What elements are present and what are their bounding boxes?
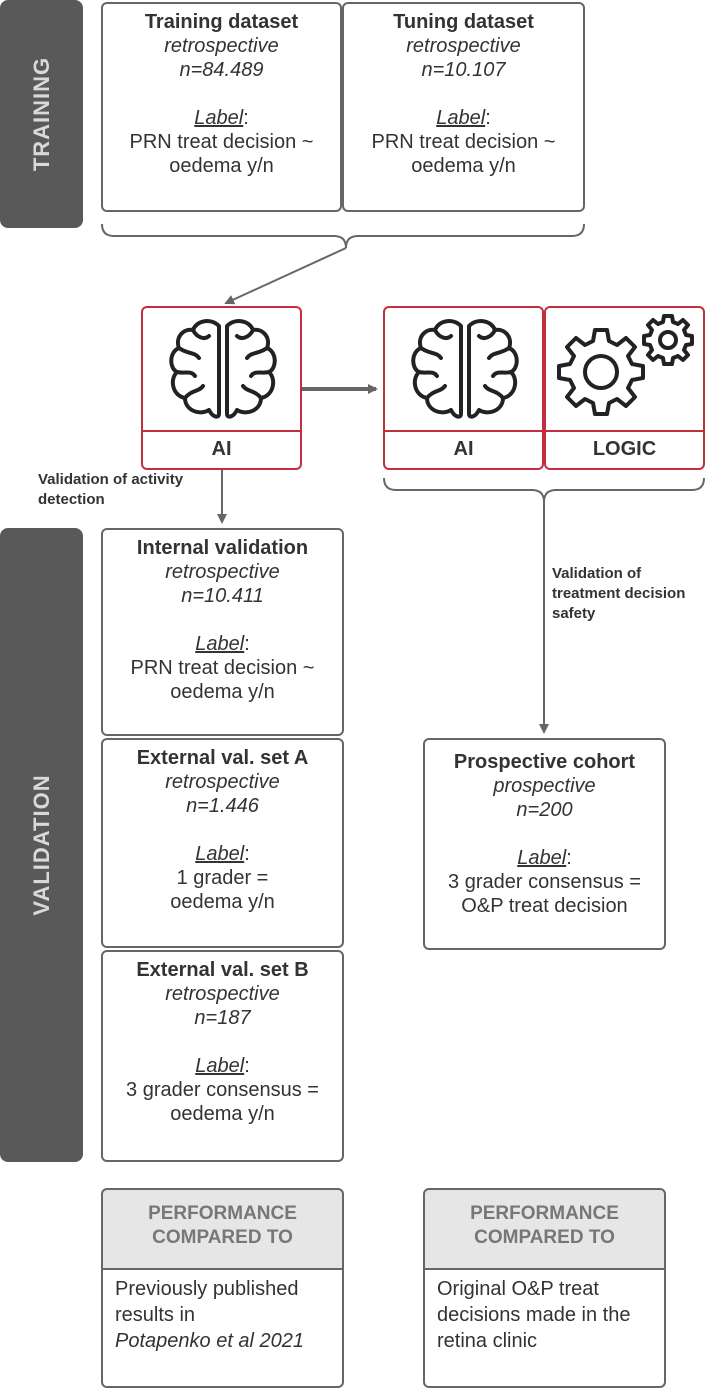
box-label: Label: [195, 1055, 245, 1077]
box-label-line: O&P treat decision: [461, 895, 628, 917]
box-label-line: PRN treat decision ~: [130, 657, 315, 679]
box-title: External val. set A: [136, 747, 309, 769]
box-label-line: PRN treat decision ~: [129, 131, 314, 153]
note-line: safety: [552, 605, 596, 622]
box-label-line: oedema y/n: [170, 1103, 275, 1125]
box-label-line: oedema y/n: [169, 155, 274, 177]
note-line: detection: [38, 491, 105, 508]
activity-note: Validation of activity detection: [38, 470, 238, 510]
box-label-line: PRN treat decision ~: [371, 131, 556, 153]
perf-heading-line: COMPARED TO: [152, 1227, 293, 1248]
prospective-cohort-box: Prospective cohort prospective n=200 Lab…: [423, 738, 666, 950]
note-line: treatment decision: [552, 585, 686, 602]
box-type: retrospective: [406, 35, 521, 57]
box-n: n=10.411: [181, 585, 264, 607]
box-title: External val. set B: [136, 959, 309, 981]
box-n: n=187: [194, 1007, 251, 1029]
performance-body-left: Previously published results in Potapenk…: [101, 1270, 344, 1388]
box-title: Prospective cohort: [453, 751, 636, 773]
perf-body-citation: Potapenko et al 2021: [115, 1330, 305, 1352]
perf-heading-line: COMPARED TO: [474, 1227, 615, 1248]
box-label: Label: [517, 847, 567, 869]
box-label-line: oedema y/n: [170, 681, 275, 703]
note-line: Validation of activity: [38, 471, 184, 488]
box-label-line: oedema y/n: [170, 891, 275, 913]
box-title: Tuning dataset: [393, 11, 534, 33]
ai-logic-bracket: [383, 477, 705, 503]
brain-icon: [169, 319, 277, 419]
training-dataset-box: Training dataset retrospective n=84.489 …: [101, 2, 342, 212]
ai-model-box: AI: [141, 306, 302, 470]
external-validation-a-box: External val. set A retrospective n=1.44…: [101, 738, 344, 948]
performance-body-right: Original O&P treat decisions made in the…: [423, 1270, 666, 1388]
box-type: prospective: [493, 775, 596, 797]
box-label: Label: [194, 107, 244, 129]
performance-heading-right: PERFORMANCE COMPARED TO: [423, 1188, 666, 1270]
box-type: retrospective: [165, 771, 280, 793]
gear-icon: [557, 314, 694, 416]
perf-body-line: decisions made in the: [437, 1304, 631, 1326]
box-label: Label: [195, 633, 245, 655]
ai-model-caption-right: AI: [385, 430, 542, 468]
perf-body-line: Original O&P treat: [437, 1278, 599, 1300]
validation-sidebar-label: VALIDATION: [28, 774, 54, 916]
performance-heading-left: PERFORMANCE COMPARED TO: [101, 1188, 344, 1270]
logic-box: LOGIC: [544, 306, 705, 470]
perf-heading-line: PERFORMANCE: [470, 1203, 619, 1224]
box-n: n=200: [516, 799, 573, 821]
box-title: Internal validation: [136, 537, 309, 559]
training-bracket: [101, 223, 585, 249]
brain-icon: [411, 319, 519, 419]
ai-model-caption: AI: [143, 430, 300, 468]
internal-validation-box: Internal validation retrospective n=10.4…: [101, 528, 344, 736]
note-line: Validation of: [552, 565, 642, 582]
box-n: n=84.489: [179, 59, 264, 81]
box-label-line: 3 grader consensus =: [126, 1079, 319, 1101]
logic-caption: LOGIC: [546, 430, 703, 468]
box-label-line: oedema y/n: [411, 155, 516, 177]
box-type: retrospective: [165, 561, 280, 583]
box-n: n=1.446: [186, 795, 259, 817]
training-sidebar: TRAINING: [0, 0, 83, 228]
safety-note: Validation of treatment decision safety: [552, 564, 709, 624]
box-title: Training dataset: [144, 11, 299, 33]
training-to-ai-arrow: [224, 247, 347, 305]
perf-body-line: retina clinic: [437, 1330, 538, 1352]
tuning-dataset-box: Tuning dataset retrospective n=10.107 La…: [342, 2, 585, 212]
perf-body-line: results in: [115, 1304, 196, 1326]
ai-model-box-right: AI: [383, 306, 544, 470]
external-validation-b-box: External val. set B retrospective n=187 …: [101, 950, 344, 1162]
box-label: Label: [436, 107, 486, 129]
validation-sidebar: VALIDATION: [0, 528, 83, 1162]
box-label: Label: [195, 843, 245, 865]
perf-heading-line: PERFORMANCE: [148, 1203, 297, 1224]
perf-body-line: Previously published: [115, 1278, 299, 1300]
training-sidebar-label: TRAINING: [28, 56, 54, 172]
box-label-line: 3 grader consensus =: [448, 871, 641, 893]
box-type: retrospective: [164, 35, 279, 57]
box-label-line: 1 grader =: [176, 867, 269, 889]
box-n: n=10.107: [421, 59, 506, 81]
box-type: retrospective: [165, 983, 280, 1005]
